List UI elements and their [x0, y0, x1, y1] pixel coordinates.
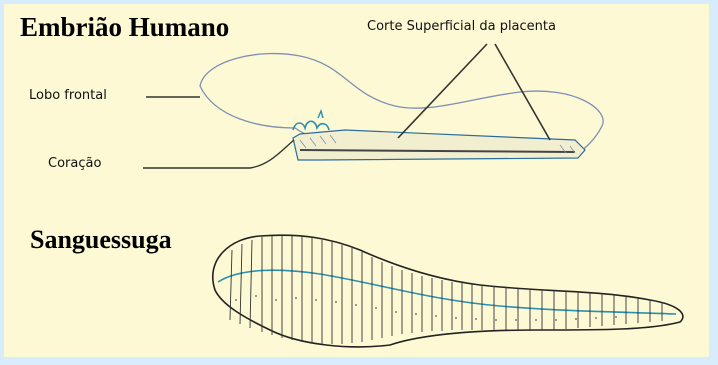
heart-label: Coração [48, 156, 101, 171]
heart-leader [143, 140, 294, 168]
frontal-lobe-label: Lobo frontal [29, 88, 107, 103]
placenta-label: Corte Superficial da placenta [367, 19, 556, 34]
leech-outline [213, 235, 683, 347]
embryo-title: Embrião Humano [20, 12, 229, 43]
leech-title: Sanguessuga [30, 225, 172, 255]
